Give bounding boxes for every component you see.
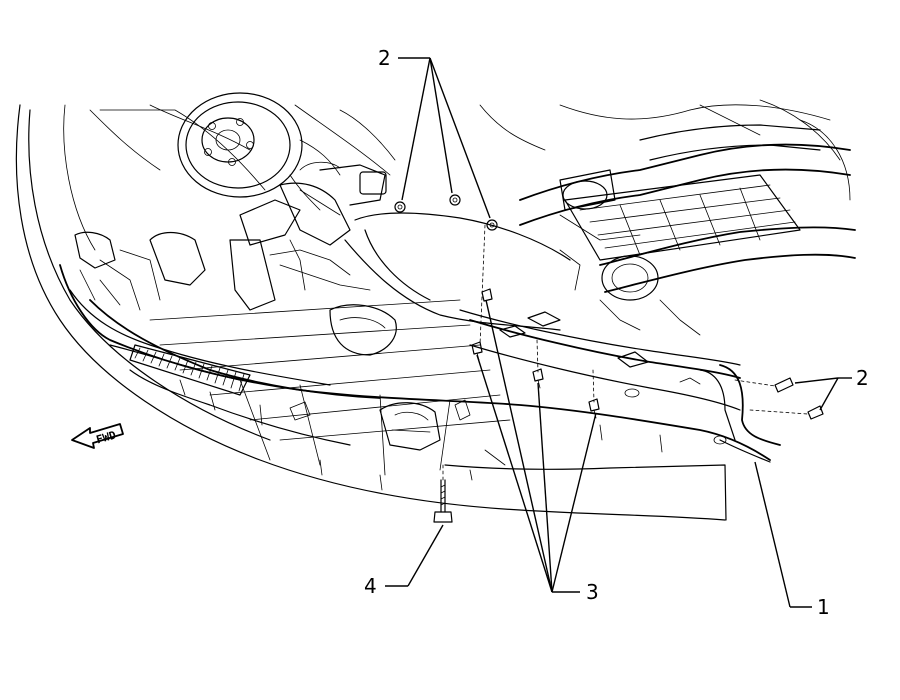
- callout-2-right: 2: [856, 366, 869, 390]
- callout-labels: 2 2 3 4 1: [364, 46, 869, 619]
- fastener-bolt: [774, 377, 794, 393]
- fastener-bolt: [807, 405, 824, 420]
- fastener-bolt-item-4: [433, 479, 453, 523]
- fastener-bolt: [394, 201, 406, 213]
- fastener-bolt: [486, 219, 498, 231]
- callout-3: 3: [586, 580, 599, 604]
- suspension-components: [99, 161, 397, 356]
- fasteners: [394, 194, 824, 523]
- callout-1: 1: [817, 595, 830, 619]
- brake-rotor: [177, 92, 341, 211]
- exhaust-system: [519, 99, 856, 336]
- callout-4: 4: [364, 574, 377, 598]
- fwd-label: FWD: [95, 428, 118, 446]
- air-deflector-panel: [59, 212, 781, 521]
- callout-2-top: 2: [378, 46, 391, 70]
- crossmember: [564, 174, 801, 261]
- callout-leaders: [385, 57, 852, 608]
- fastener-bolt: [449, 194, 461, 206]
- forward-direction-arrow: FWD: [71, 423, 124, 449]
- fastener-pin: [481, 288, 493, 302]
